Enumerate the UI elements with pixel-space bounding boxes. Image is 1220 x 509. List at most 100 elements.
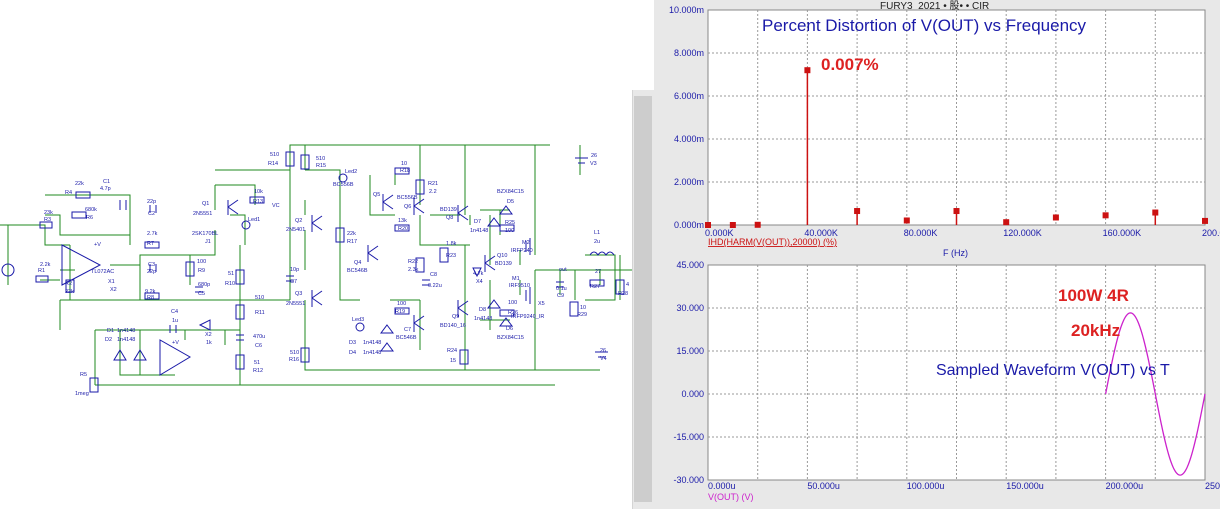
resistor-r13	[249, 196, 265, 204]
schematic-label: 1u	[172, 318, 178, 324]
bottom-plot-waveform	[1104, 312, 1206, 476]
schematic-label: 22k	[65, 289, 74, 295]
resistor-r25	[499, 224, 515, 232]
signal-source-icon	[1, 263, 15, 277]
schematic-drawing[interactable]: 22kR4C14.7p680kR622pC2Q12N555110kR13VCLe…	[0, 0, 632, 509]
bottom-xtick-label: 200.000u	[1106, 481, 1144, 491]
schematic-label: 100	[508, 300, 517, 306]
resistor-r3	[39, 221, 53, 229]
schematic-label: D5	[507, 199, 514, 205]
schematic-label: R1	[38, 268, 45, 274]
potentiometer-x4-icon	[472, 267, 482, 278]
schematic-label: R2	[65, 281, 72, 287]
schematic-label: 1meg	[75, 391, 89, 397]
resistor-r24	[459, 349, 469, 365]
capacitor-c2-icon	[149, 205, 157, 213]
top-xtick-label: 200.000K	[1202, 228, 1220, 238]
schematic-label: R12	[253, 368, 263, 374]
schematic-label: 680p	[198, 282, 210, 288]
schematic-label: X2	[110, 287, 117, 293]
schematic-label: BC546B	[347, 268, 368, 274]
bottom-plot-title: Sampled Waveform V(OUT) vs T	[936, 362, 1170, 379]
schematic-label: X5	[538, 301, 545, 307]
resistor-r20	[394, 224, 410, 232]
schematic-label: 2N5401	[286, 227, 305, 233]
schematic-label: Led2	[345, 169, 357, 175]
schematic-label: 15	[450, 358, 456, 364]
resistor-r15	[300, 154, 310, 170]
schematic-label: BD139	[440, 207, 457, 213]
top-plot-marks	[705, 67, 1208, 228]
diode-d2-icon	[133, 349, 147, 361]
schematic-label: R7	[147, 241, 154, 247]
top-ytick-label: 8.000m	[674, 48, 704, 58]
schematic-label: 4.7p	[100, 186, 111, 192]
schematic-label: Q4	[354, 260, 361, 266]
schematic-label: 22p	[147, 199, 156, 205]
schematic-label: R25	[505, 220, 515, 226]
resistor-r21	[415, 179, 425, 195]
schematic-label: Q9	[452, 314, 459, 320]
schematic-label: D2	[105, 337, 112, 343]
bottom-plot-trace-label: V(OUT) (V)	[708, 492, 754, 502]
schematic-label: X1	[108, 279, 115, 285]
top-data-point	[705, 222, 711, 228]
transistor-q2-icon	[311, 215, 323, 232]
schematic-label: R29	[577, 312, 587, 318]
opamp-x2	[159, 339, 191, 376]
top-xtick-label: 120.000K	[1003, 228, 1042, 238]
bottom-xtick-label: 100.000u	[907, 481, 945, 491]
battery-v3-icon	[575, 157, 588, 164]
diode-d6-icon	[499, 317, 513, 327]
schematic-label: 51	[228, 271, 234, 277]
bottom-plot-frame	[707, 264, 1206, 481]
schematic-label: 510	[316, 156, 325, 162]
diode-d7-icon	[487, 217, 501, 227]
schematic-label: 470u	[253, 334, 265, 340]
schematic-label: 510	[270, 152, 279, 158]
scrollbar-thumb[interactable]	[634, 96, 652, 502]
resistor-r2	[65, 279, 75, 293]
mosfet-m1-icon	[525, 287, 531, 304]
schematic-label: C2	[148, 211, 155, 217]
schematic-label: 2N5551	[193, 211, 212, 217]
resistor-r10	[235, 269, 245, 285]
top-data-point	[1003, 219, 1010, 226]
schematic-label: 13k	[398, 218, 407, 224]
schematic-label: 100	[505, 228, 514, 234]
top-plot-trace-label: IHD(HARM(V(OUT)),20000) (%)	[708, 237, 837, 247]
capacitor-c5-icon	[195, 286, 203, 293]
resistor-r16	[300, 347, 310, 363]
schematic-label: C1	[103, 179, 110, 185]
schematic-label: 22k	[75, 181, 84, 187]
schematic-label: 27	[595, 269, 601, 275]
diode-d5-icon	[499, 205, 513, 215]
schematic-label: C3	[148, 262, 155, 268]
schematic-label: 0.22u	[428, 283, 442, 289]
bottom-ytick-label: 15.000	[676, 346, 704, 356]
schematic-label: L1	[594, 230, 600, 236]
schematic-label: 100	[197, 259, 206, 265]
resistor-r17	[335, 227, 345, 243]
bottom-ytick-label: 45.000	[676, 260, 704, 270]
schematic-label: D8	[479, 307, 486, 313]
schematic-label: R18	[400, 168, 410, 174]
schematic-label: V3	[590, 161, 597, 167]
top-ytick-label: 2.000m	[674, 177, 704, 187]
transistor-q1-icon	[227, 199, 239, 215]
bottom-plot-grid	[708, 265, 1205, 480]
schematic-label: 1n4148	[470, 228, 488, 234]
resistor-r4	[75, 191, 91, 199]
schematic-label: BD139	[495, 261, 512, 267]
scrollbar-gap	[632, 0, 654, 90]
resistor-r26	[499, 309, 515, 317]
schematic-label: R24	[447, 348, 457, 354]
led2-icon	[338, 173, 348, 183]
schematic-label: R23	[446, 253, 456, 259]
resistor-r18	[394, 167, 410, 175]
schematic-label: 1n4148	[474, 316, 492, 322]
top-data-point	[1102, 212, 1109, 219]
